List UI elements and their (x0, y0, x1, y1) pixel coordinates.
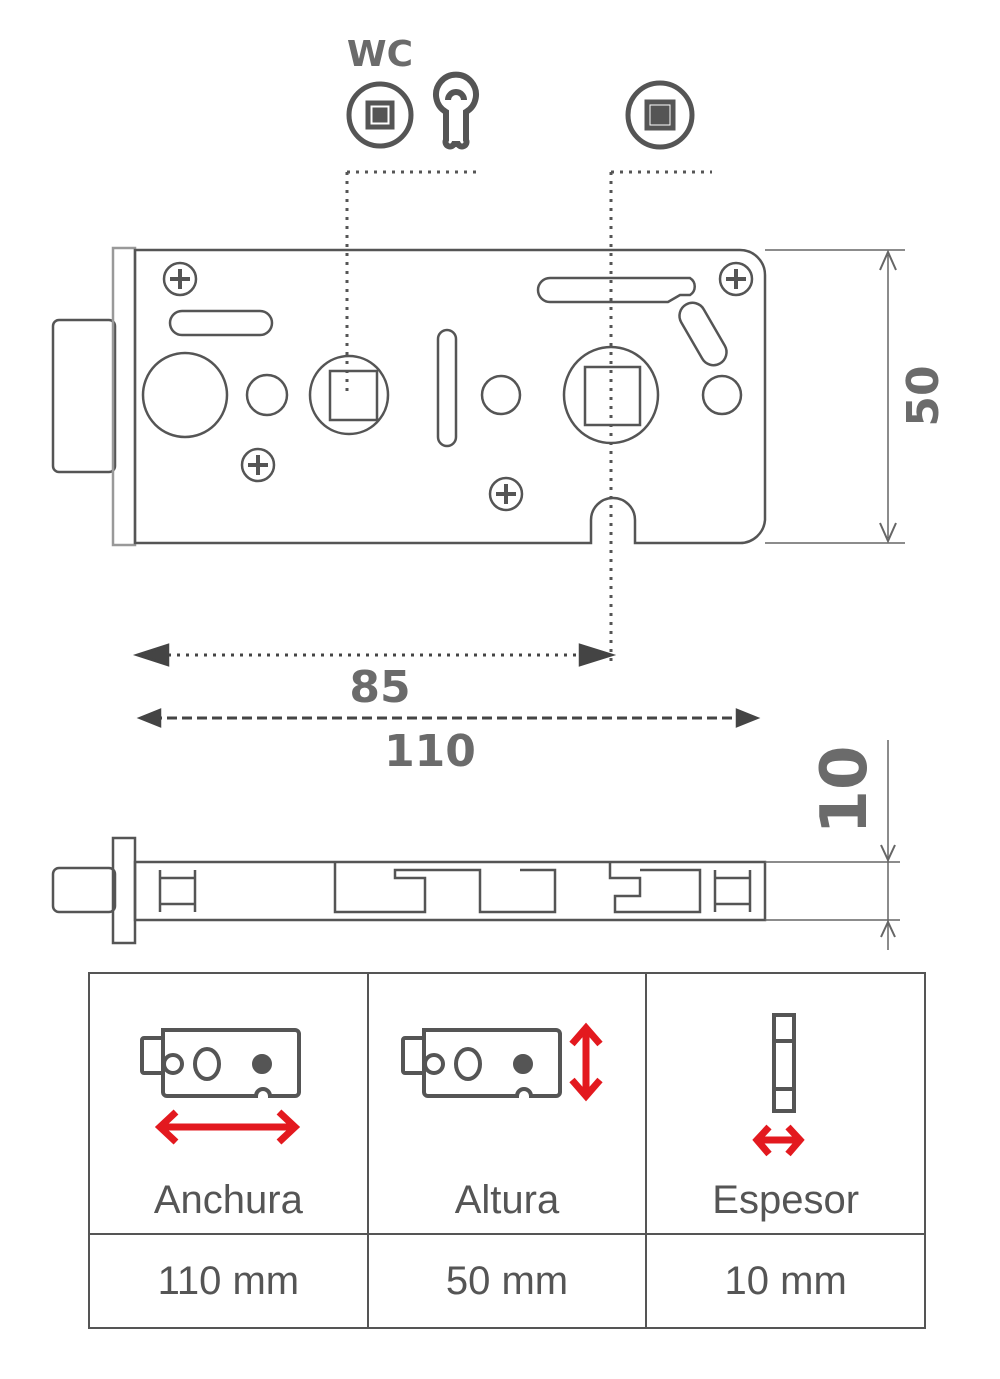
spec-header-width: Anchura (153, 1178, 303, 1222)
wc-spindle-icon (346, 81, 414, 149)
spec-header-row: Anchura Altura Espesor (88, 972, 926, 1235)
spec-header-thickness: Espesor (712, 1178, 860, 1222)
width-dimension (136, 708, 761, 728)
screw-icon (162, 261, 198, 297)
height-icon (400, 1022, 603, 1102)
screw-icon (488, 476, 524, 512)
wc-label: WC (347, 34, 413, 75)
height-cell: Altura (366, 972, 648, 1235)
spec-value-height: 50 mm (366, 1233, 648, 1329)
width-cell: Anchura (88, 972, 369, 1235)
width-icon (140, 1028, 301, 1145)
height-dim-label: 50 (898, 365, 949, 426)
spec-header-height: Altura (454, 1178, 560, 1222)
screw-icon (240, 447, 276, 483)
spindle-icon (625, 80, 695, 150)
thickness-cell: Espesor (645, 972, 926, 1235)
spec-value-thickness: 10 mm (645, 1233, 926, 1329)
spec-table: Anchura Altura Espesor (88, 972, 926, 1329)
spec-value-width: 110 mm (88, 1233, 369, 1329)
spec-value-row: 110 mm 50 mm 10 mm (88, 1233, 926, 1329)
thickness-icon (752, 1013, 805, 1157)
height-dimension (765, 249, 905, 544)
screw-icon (718, 261, 754, 297)
lock-body-side (51, 836, 767, 945)
center-distance-dimension (132, 643, 617, 667)
width-dim-label: 110 (384, 726, 476, 777)
keyhole-icon (433, 71, 479, 150)
thickness-dim-label: 10 (808, 745, 882, 834)
center-distance-label: 85 (349, 662, 410, 713)
center-guide-lines (345, 170, 712, 665)
lock-body-front (51, 246, 767, 547)
thickness-dimension (765, 740, 900, 950)
